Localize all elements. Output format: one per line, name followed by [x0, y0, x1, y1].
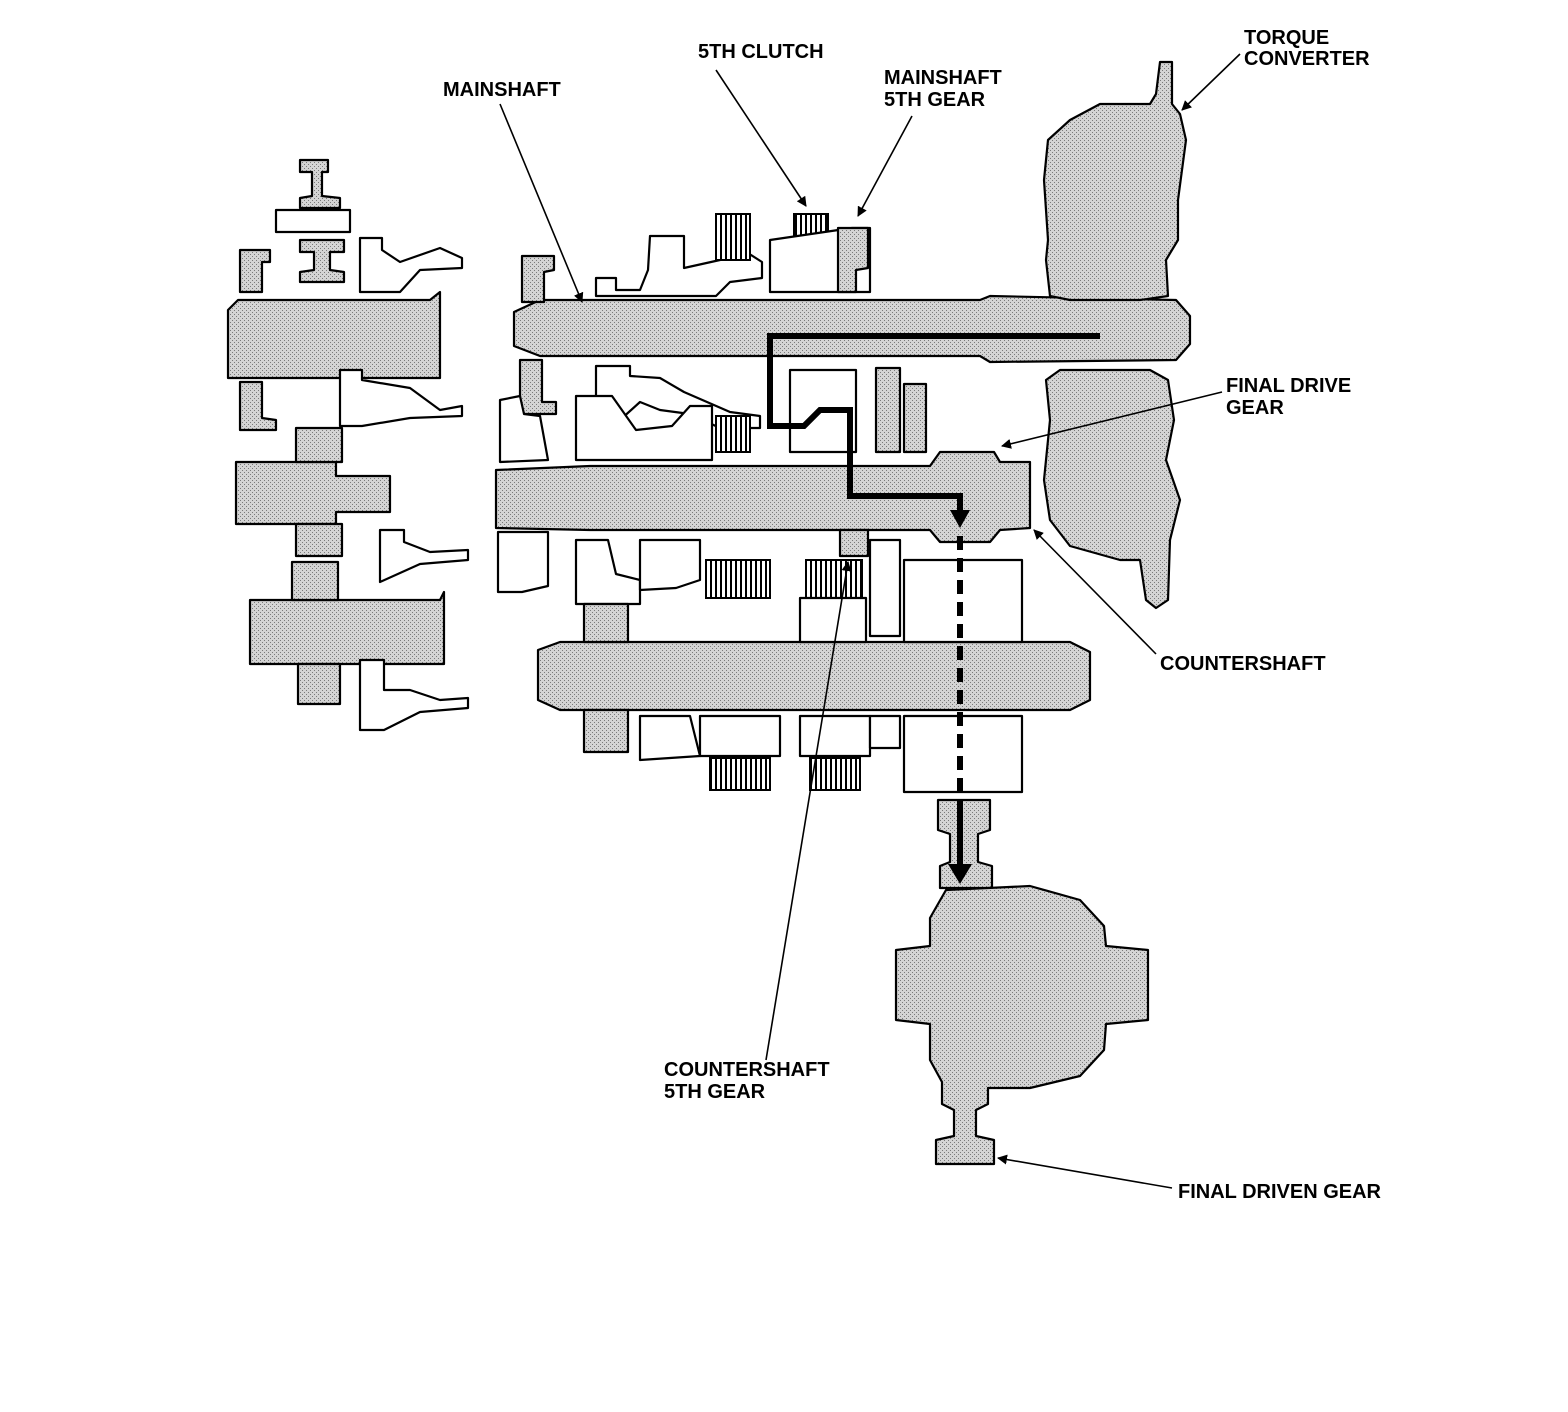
leader-lines [499, 53, 1241, 1189]
power-flow-arrow-2 [948, 864, 972, 884]
label-final-drive-gear-line1: FINAL DRIVE [1226, 375, 1351, 397]
differential-assembly [894, 798, 1150, 1166]
label-mainshaft: MAINSHAFT [443, 79, 561, 101]
label-5th-clutch: 5TH CLUTCH [698, 41, 824, 63]
label-mainshaft-5th-gear-line2: 5TH GEAR [884, 89, 986, 111]
label-countershaft-5th-gear-line2: 5TH GEAR [664, 1081, 766, 1103]
label-countershaft: COUNTERSHAFT [1160, 653, 1326, 675]
power-flow-line [767, 333, 1100, 514]
secondary-shaft-body [536, 640, 1092, 712]
power-flow-arrow-1 [950, 510, 970, 528]
label-countershaft-5th-gear-line1: COUNTERSHAFT [664, 1059, 830, 1081]
power-flow-path [767, 333, 1100, 884]
mainshaft-body [512, 294, 1192, 364]
differential-case [894, 884, 1150, 1166]
label-torque-converter-line1: TORQUE [1244, 27, 1329, 49]
left-gear-assembly [226, 158, 470, 732]
torque-converter-body [1042, 60, 1188, 610]
label-final-driven-gear: FINAL DRIVEN GEAR [1178, 1181, 1382, 1203]
label-mainshaft-5th-gear-line1: MAINSHAFT [884, 67, 1002, 89]
label-final-drive-gear-line2: GEAR [1226, 397, 1284, 419]
countershaft-body [494, 450, 1032, 544]
label-torque-converter-line2: CONVERTER [1244, 48, 1370, 70]
labels: 5TH CLUTCH MAINSHAFT MAINSHAFT 5TH GEAR … [443, 27, 1382, 1203]
main-transmission-assembly [494, 60, 1192, 794]
